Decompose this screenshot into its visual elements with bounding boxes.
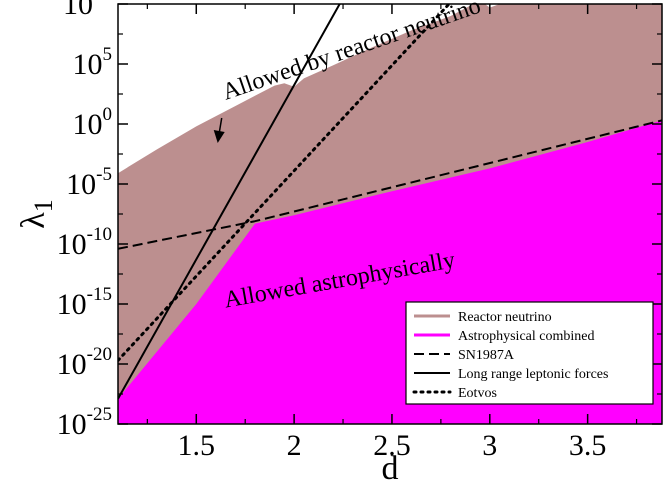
annotation-arrow-head bbox=[213, 130, 225, 143]
x-tick-label: 2.5 bbox=[373, 429, 411, 462]
x-tick-label: 1.5 bbox=[178, 429, 216, 462]
legend-label-3: Long range leptonic forces bbox=[458, 367, 608, 382]
y-tick-label: 10-5 bbox=[66, 164, 112, 201]
series-line-2 bbox=[118, 119, 662, 250]
x-tick-label: 3 bbox=[482, 429, 497, 462]
plot-frame bbox=[117, 3, 663, 425]
y-tick-label: 10-10 bbox=[57, 224, 112, 261]
chart-lines bbox=[118, 4, 662, 400]
series-line-3 bbox=[118, 4, 341, 400]
y-axis-title-subscript: 1 bbox=[29, 199, 58, 212]
y-tick-label: 10-25 bbox=[57, 404, 112, 441]
legend-label-0: Reactor neutrino bbox=[458, 310, 552, 325]
y-tick-label: 10-15 bbox=[57, 284, 112, 321]
x-axis-title: d bbox=[382, 450, 399, 484]
y-axis-title-symbol: λ bbox=[15, 212, 52, 229]
series-line-4 bbox=[118, 4, 452, 362]
legend-label-1: Astrophysical combined bbox=[458, 329, 594, 344]
legend-label-2: SN1987A bbox=[458, 348, 515, 363]
y-tick-label: 10-20 bbox=[57, 344, 112, 381]
y-tick-label: 105 bbox=[73, 44, 113, 81]
legend-label-4: Eotvos bbox=[458, 386, 497, 401]
y-tick-label: 100 bbox=[73, 104, 113, 141]
y-axis-title: λ1 bbox=[15, 199, 58, 229]
x-tick-label: 2 bbox=[287, 429, 302, 462]
x-tick-label: 3.5 bbox=[569, 429, 607, 462]
